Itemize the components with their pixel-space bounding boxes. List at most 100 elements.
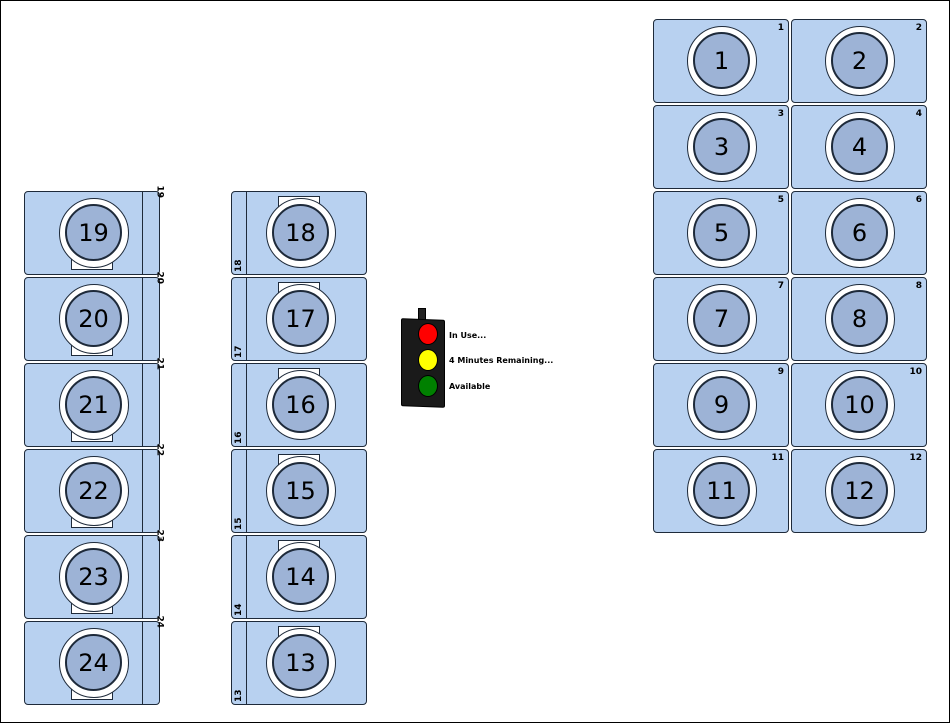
station-divider [142,622,143,704]
station-number: 12 [831,462,888,519]
station-number: 16 [272,376,329,433]
station-ring: 15 [266,456,336,526]
station-ring: 24 [59,628,129,698]
station-ring: 21 [59,370,129,440]
station-ring: 22 [59,456,129,526]
station-tab-label: 13 [234,689,244,702]
station-tab-label: 3 [777,109,784,119]
station-ring: 23 [59,542,129,612]
station-number: 4 [831,118,888,175]
station-ring: 19 [59,198,129,268]
station-number: 10 [831,376,888,433]
station-ring: 7 [687,284,757,354]
station-tab-label: 23 [155,529,165,542]
station-tab-label: 12 [909,453,922,463]
station-tab-label: 9 [777,367,784,377]
station-tab-label: 18 [234,259,244,272]
station-23[interactable]: 23 23 [24,529,165,619]
station-divider [246,192,247,274]
station-tab-label: 22 [155,443,165,456]
station-ring: 13 [266,628,336,698]
station-ring: 16 [266,370,336,440]
station-number: 2 [831,32,888,89]
station-ring: 20 [59,284,129,354]
red-light-icon [418,323,438,345]
traffic-light-legend: In Use... 4 Minutes Remaining... Availab… [397,308,567,412]
station-ring: 8 [825,284,895,354]
station-tab-label: 17 [234,345,244,358]
station-number: 23 [65,548,122,605]
station-number: 5 [693,204,750,261]
station-number: 19 [65,204,122,261]
station-ring: 2 [825,26,895,96]
station-ring: 9 [687,370,757,440]
station-ring: 5 [687,198,757,268]
station-tab-label: 4 [915,109,922,119]
station-divider [246,278,247,360]
station-divider [142,450,143,532]
station-tab-label: 16 [234,431,244,444]
station-tab-label: 19 [155,185,165,198]
station-divider [142,536,143,618]
station-number: 11 [693,462,750,519]
station-tab-label: 7 [777,281,784,291]
station-tab-label: 2 [915,23,922,33]
station-tab-label: 24 [155,615,165,628]
station-number: 7 [693,290,750,347]
station-tab-label: 8 [915,281,922,291]
station-ring: 17 [266,284,336,354]
station-13[interactable]: 13 13 [231,621,367,705]
station-tab-label: 1 [777,23,784,33]
station-ring: 4 [825,112,895,182]
station-14[interactable]: 14 14 [231,535,367,619]
station-number: 21 [65,376,122,433]
station-ring: 11 [687,456,757,526]
station-ring: 3 [687,112,757,182]
station-number: 9 [693,376,750,433]
station-tab-label: 6 [915,195,922,205]
station-divider [142,192,143,274]
station-ring: 18 [266,198,336,268]
legend-remaining-label: 4 Minutes Remaining... [449,356,554,365]
station-number: 15 [272,462,329,519]
station-number: 13 [272,634,329,691]
station-ring: 10 [825,370,895,440]
station-number: 6 [831,204,888,261]
station-ring: 12 [825,456,895,526]
station-12[interactable]: 12 12 [791,449,927,533]
station-number: 8 [831,290,888,347]
station-number: 1 [693,32,750,89]
station-tab-label: 14 [234,603,244,616]
station-ring: 14 [266,542,336,612]
station-24[interactable]: 24 24 [24,615,165,705]
station-22[interactable]: 22 22 [24,443,165,533]
station-divider [142,278,143,360]
station-tab-label: 15 [234,517,244,530]
station-number: 24 [65,634,122,691]
station-number: 22 [65,462,122,519]
station-tab-label: 10 [909,367,922,377]
station-number: 17 [272,290,329,347]
station-tab-label: 5 [777,195,784,205]
station-10[interactable]: 10 10 [791,363,927,447]
station-number: 20 [65,290,122,347]
station-divider [246,536,247,618]
